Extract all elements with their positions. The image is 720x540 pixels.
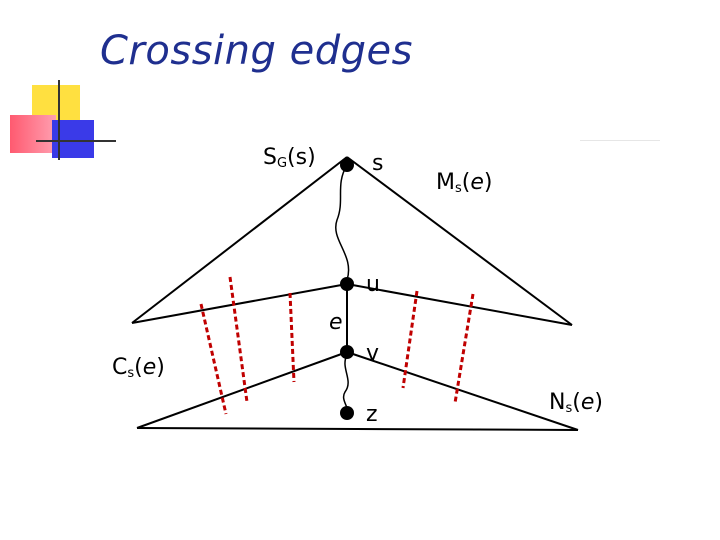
ns-label: Ns(e) (549, 390, 603, 416)
crossing-edge (288, 292, 296, 383)
decorative-vertical-line (58, 80, 60, 160)
crossing-edges (199, 276, 475, 415)
node-z (340, 406, 354, 420)
crossing-edge (401, 290, 419, 389)
faint-rule (580, 140, 660, 141)
decorative-red-square (10, 115, 56, 153)
node-s-label: s (372, 151, 384, 176)
path-v-to-z (342, 354, 349, 414)
upper-triangle-left-edge (131, 156, 348, 324)
crossing-edge (453, 293, 475, 404)
sg-label: SG(s) (263, 145, 316, 171)
decorative-horizontal-line (36, 140, 116, 142)
upper-triangle-base (131, 283, 348, 324)
node-u (340, 277, 354, 291)
node-s (340, 158, 354, 172)
crossing-edge (199, 303, 228, 415)
upper-triangle-right-edge (346, 156, 573, 326)
page-title: Crossing edges (100, 28, 413, 74)
node-z-label: z (366, 402, 378, 427)
node-u-label: u (366, 272, 380, 297)
lower-triangle-right-edge (346, 351, 579, 431)
lower-triangle-left-edge (136, 351, 348, 429)
ms-label: Ms(e) (436, 170, 493, 196)
path-s-to-u (335, 164, 350, 281)
node-v (340, 345, 354, 359)
lower-triangle-base (136, 427, 579, 431)
cs-label: Cs(e) (112, 355, 165, 381)
node-v-label: v (366, 341, 380, 366)
edge-e-label: e (329, 310, 343, 335)
crossing-edge (228, 276, 249, 403)
upper-triangle-base-right (346, 283, 573, 326)
